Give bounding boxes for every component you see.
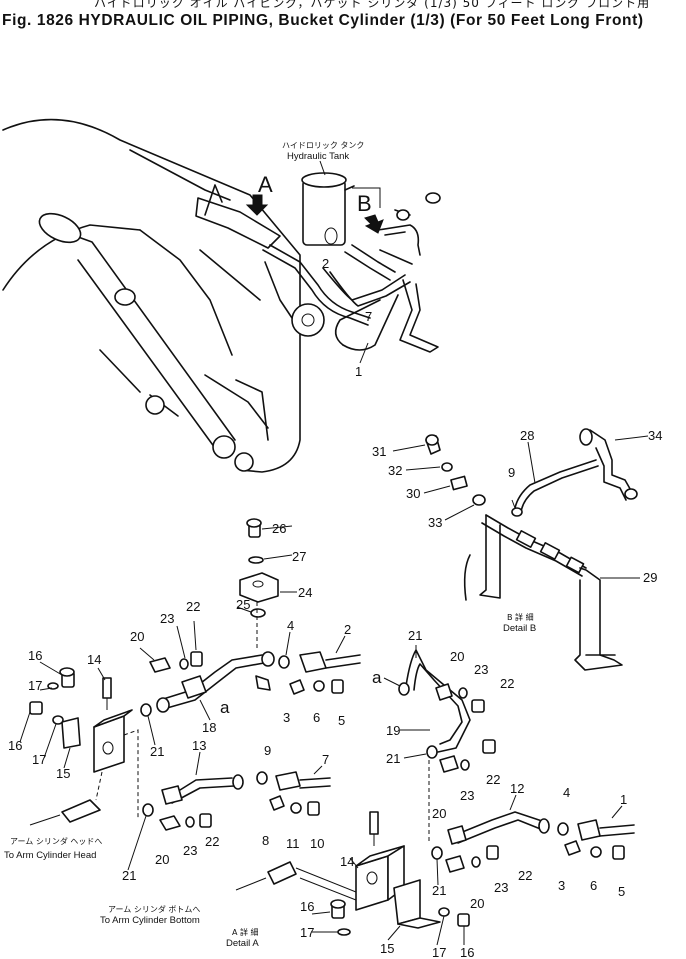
part-number: 16 (300, 899, 314, 914)
part-number: 21 (122, 868, 136, 883)
part-number: 32 (388, 463, 402, 478)
detail-a-label-jp: A 詳 細 (232, 927, 259, 937)
part-number: 20 (432, 806, 446, 821)
detail-a (29, 518, 635, 936)
part-number: 23 (160, 611, 174, 626)
view-b-label: B (357, 191, 372, 216)
part-number: 5 (618, 884, 625, 899)
part-number: 17 (432, 945, 446, 959)
detail-b (392, 428, 649, 671)
part-number: 1 (620, 792, 627, 807)
part-number: 2 (322, 256, 329, 271)
part-number: 20 (155, 852, 169, 867)
part-number: 17 (32, 752, 46, 767)
part-number: 21 (386, 751, 400, 766)
marker-a: a (372, 668, 382, 687)
part-number: 12 (510, 781, 524, 796)
title-english: Fig. 1826 HYDRAULIC OIL PIPING, Bucket C… (2, 12, 644, 29)
part-number: 8 (262, 833, 269, 848)
part-number: 15 (56, 766, 70, 781)
part-number: 16 (28, 648, 42, 663)
part-number: 17 (300, 925, 314, 940)
part-number: 23 (183, 843, 197, 858)
part-number: 33 (428, 515, 442, 530)
part-number: 5 (338, 713, 345, 728)
boom-overview (2, 118, 441, 473)
part-number: 22 (205, 834, 219, 849)
part-number: 21 (150, 744, 164, 759)
part-number: 3 (283, 710, 290, 725)
part-number: 16 (8, 738, 22, 753)
part-number: 17 (28, 678, 42, 693)
part-number: 6 (590, 878, 597, 893)
part-number: 6 (313, 710, 320, 725)
part-number: 23 (460, 788, 474, 803)
tank-label-en: Hydraulic Tank (287, 151, 349, 162)
part-number: 4 (287, 618, 294, 633)
part-number: 19 (386, 723, 400, 738)
part-number: 20 (470, 896, 484, 911)
tank-label-jp: ハイドロリック タンク (282, 141, 364, 150)
marker-a: a (220, 698, 230, 717)
arm-head-label-en: To Arm Cylinder Head (4, 850, 96, 861)
part-number: 20 (130, 629, 144, 644)
part-number: 18 (202, 720, 216, 735)
arm-head-label-jp: アーム シリンダ ヘッドへ (10, 836, 102, 846)
part-number: 22 (486, 772, 500, 787)
part-number: 1 (355, 364, 362, 379)
arm-bottom-label-en: To Arm Cylinder Bottom (100, 915, 200, 926)
part-number: 27 (292, 549, 306, 564)
view-a-label: A (258, 172, 273, 197)
arm-bottom-label-jp: アーム シリンダ ボトムへ (108, 904, 200, 914)
part-number: 14 (87, 652, 101, 667)
part-number: 9 (508, 465, 515, 480)
part-number: 15 (380, 941, 394, 956)
part-number: 11 (286, 836, 300, 851)
part-number: 31 (372, 444, 386, 459)
part-number: 30 (406, 486, 420, 501)
part-number: 22 (500, 676, 514, 691)
part-number: 7 (322, 752, 329, 767)
part-number: 23 (474, 662, 488, 677)
part-number: 28 (520, 428, 534, 443)
part-number: 21 (408, 628, 422, 643)
part-number: 20 (450, 649, 464, 664)
part-number: 7 (365, 309, 372, 324)
part-number: 10 (310, 836, 324, 851)
part-number: 22 (518, 868, 532, 883)
title-japanese: ハイドロリック オイル パイピング，バケット シリンダ (1/3) 50 フィー… (94, 0, 651, 10)
part-number: 26 (272, 521, 286, 536)
part-number: 21 (432, 883, 446, 898)
part-number: 9 (264, 743, 271, 758)
detail-b-label-en: Detail B (503, 623, 536, 634)
part-number: 13 (192, 738, 206, 753)
part-number: 22 (186, 599, 200, 614)
detail-a-label-en: Detail A (226, 938, 259, 949)
part-number: 24 (298, 585, 312, 600)
part-number: 16 (460, 945, 474, 959)
part-number: 29 (643, 570, 657, 585)
part-number: 3 (558, 878, 565, 893)
detail-b-label-jp: B 詳 細 (507, 612, 534, 622)
part-number: 4 (563, 785, 570, 800)
part-number: 14 (340, 854, 354, 869)
part-number: 2 (344, 622, 351, 637)
part-number: 25 (236, 597, 250, 612)
part-number: 23 (494, 880, 508, 895)
part-number: 34 (648, 428, 662, 443)
figure-title: ハイドロリック オイル パイピング，バケット シリンダ (1/3) 50 フィー… (2, 0, 686, 34)
